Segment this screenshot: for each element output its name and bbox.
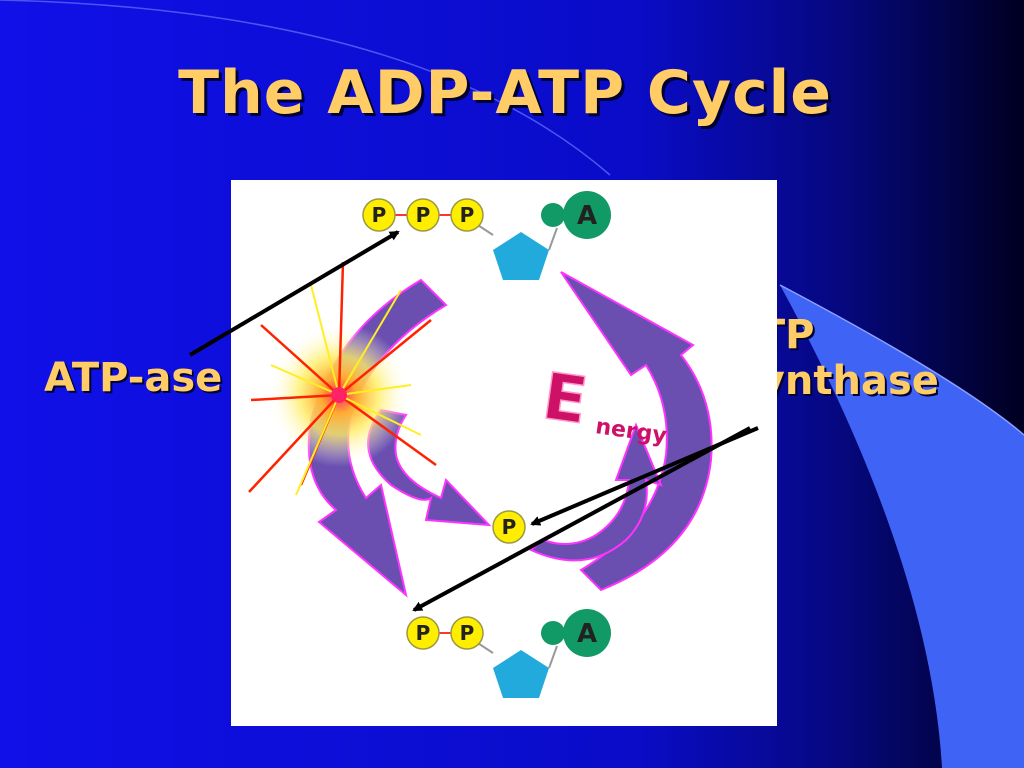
adp-adenine-label: A [577,619,597,649]
decorative-curve-line [0,0,611,176]
atp-molecule: P P P A [362,191,611,280]
adp-phosphate-1 [406,616,440,650]
right-cycle-arrow [560,271,713,592]
free-phosphate: P [492,510,526,544]
atp-ase-pointer-arrow [188,230,400,357]
atp-ase-label: ATP-ase [44,355,223,401]
energy-burst [248,261,437,496]
atp-phosphate-2-label: P [416,203,431,227]
inner-right-arrow [529,422,663,562]
adp-ribose [493,650,549,698]
adp-molecule: P P A [406,609,611,698]
atp-ribose [493,232,549,280]
atp-phosphate-3-label: P [460,203,475,227]
atp-phosphate-2 [406,198,440,232]
decorative-swoosh [780,285,1024,768]
adp-phosphate-2 [450,616,484,650]
inner-left-arrow [367,408,492,527]
synthase-to-adp-arrow [412,426,751,612]
adp-phosphate-1-label: P [416,621,431,645]
atp-adenine-label: A [577,201,597,231]
atp-phosphate-1-label: P [372,203,387,227]
free-phosphate-label: P [502,515,517,539]
cycle-diagram-svg: E nergy [248,191,713,698]
adp-phosphate-2-label: P [460,621,475,645]
slide-title: The ADP-ATP Cycle [178,58,832,128]
adp-adenine-link [541,621,565,645]
atp-phosphate-3 [450,198,484,232]
atp-phosphate-1 [362,198,396,232]
adp-atp-cycle-diagram: E nergy [231,180,777,726]
atp-adenine-link [541,203,565,227]
atp-adenine [563,191,611,239]
adp-adenine [563,609,611,657]
